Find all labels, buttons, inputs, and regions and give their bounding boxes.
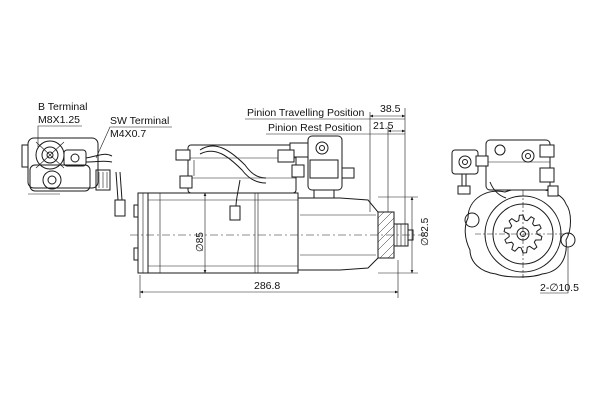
sw-terminal-label: SW Terminal xyxy=(110,115,169,127)
body-diameter-dimension: ∅85 xyxy=(195,232,206,252)
overall-length-dimension-group: 286.8 xyxy=(139,260,399,298)
b-terminal-thread-label: M8X1.25 xyxy=(38,114,80,126)
sw-terminal-thread-label: M4X0.7 xyxy=(110,128,146,140)
mount-holes-dimension: 2-∅10.5 xyxy=(540,282,579,294)
left-end-view xyxy=(21,137,126,217)
terminal-callouts: B Terminal M8X1.25 SW Terminal M4X0.7 xyxy=(37,101,172,159)
side-view xyxy=(130,135,425,274)
travel-dimension: 38.5 xyxy=(380,103,401,115)
pinion-rest-label: Pinion Rest Position xyxy=(268,122,362,134)
flange-diameter-dimension: ∅82.5 xyxy=(420,217,431,246)
overall-length-dimension: 286.8 xyxy=(254,280,280,292)
mount-hole-callout: 2-∅10.5 xyxy=(540,247,579,294)
right-end-view xyxy=(451,139,576,278)
rest-dimension: 21.5 xyxy=(373,120,394,132)
b-terminal-label: B Terminal xyxy=(38,101,87,113)
pinion-position-dimensions: Pinion Travelling Position Pinion Rest P… xyxy=(245,103,406,224)
pinion-travelling-label: Pinion Travelling Position xyxy=(247,107,364,119)
